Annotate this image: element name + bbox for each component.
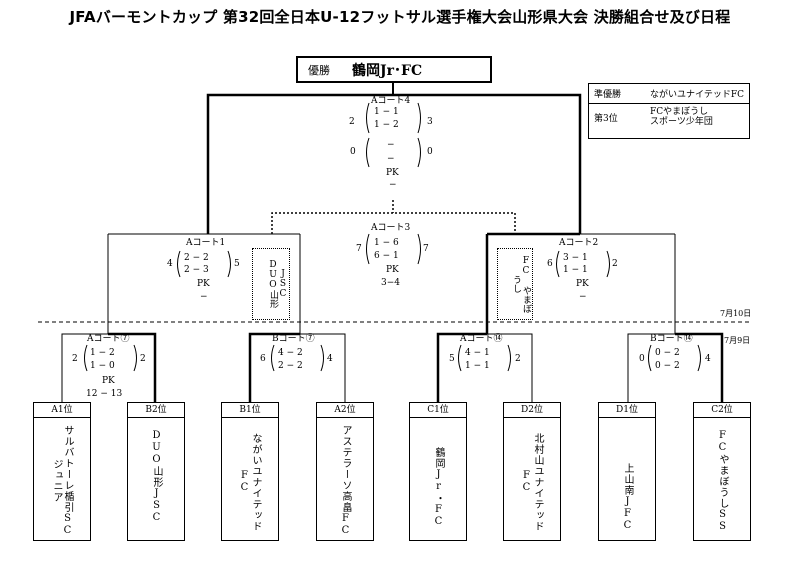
qf3-half1: 4 − 1 — [465, 348, 490, 358]
final-pk-score: − — [389, 180, 397, 190]
semi-right-right: 2 — [612, 259, 618, 269]
qf2-half2: 2 − 2 — [278, 361, 303, 371]
semi-left-court: Aコート1 — [186, 238, 226, 248]
page-title: JFAバーモントカップ 第32回全日本U-12フットサル選手権大会山形県大会 決… — [69, 8, 731, 26]
team-rank: D1位 — [599, 403, 655, 418]
qf3-half2: 1 − 1 — [465, 361, 490, 371]
final-right: 3 — [427, 117, 433, 127]
runner-up-row: 準優勝 ながいユナイテッドFC — [589, 84, 749, 103]
third-left: 7 — [356, 244, 362, 254]
team-name: 鶴岡Jr・FC — [433, 446, 444, 528]
qf3-court: Aコート⑭ — [460, 334, 503, 344]
qf4-left: 0 — [639, 354, 645, 364]
semi-right-half2: 1 − 1 — [563, 265, 588, 275]
final-et-left: 0 — [350, 147, 356, 157]
third-pk-score: 3−4 — [381, 278, 400, 288]
qf1-court: Aコート⑦ — [87, 334, 130, 344]
semi-left-half2: 2 − 3 — [184, 265, 209, 275]
qf3-right: 2 — [515, 354, 521, 364]
team-rank: B2位 — [128, 403, 184, 418]
team-box-b2: B2位 DUO山形JSC — [127, 402, 185, 541]
semi-right-loser: FC やまぼうし — [497, 248, 533, 320]
third-place-row: 第3位 FCやまぼうし スポーツ少年団 — [589, 103, 749, 130]
team-rank: A2位 — [317, 403, 373, 418]
semi-right-pk: PK — [576, 279, 589, 289]
final-left: 2 — [349, 117, 355, 127]
qf1-left: 2 — [72, 354, 78, 364]
final-court: Aコート4 — [371, 96, 411, 106]
team-box-b1: B1位 ながいユナイテッドFC — [221, 402, 279, 541]
qf4-right: 4 — [705, 354, 711, 364]
final-half2: 1 − 2 — [374, 120, 399, 130]
team-rank: B1位 — [222, 403, 278, 418]
team-rank: D2位 — [504, 403, 560, 418]
third-place-label: 第3位 — [594, 113, 618, 124]
qf4-court: Bコート⑭ — [650, 334, 693, 344]
team-box-a2: A2位 アステラーソ高畠FC — [316, 402, 374, 541]
team-box-a1: A1位 サルバトーレ楯引SCジュニア — [33, 402, 91, 541]
semi-left-pk-score: − — [200, 292, 208, 302]
date-day2: 7月10日 — [720, 309, 752, 318]
team-box-c2: C2位 FCやまぼうしSS — [693, 402, 751, 541]
semi-right-half1: 3 − 1 — [563, 253, 588, 263]
final-et-right: 0 — [427, 147, 433, 157]
qf1-pk: PK — [102, 376, 115, 386]
third-half1: 1 − 6 — [374, 238, 399, 248]
qf4-half2: 0 − 2 — [655, 361, 680, 371]
final-et1: − — [387, 140, 395, 150]
qf2-court: Bコート⑦ — [272, 334, 315, 344]
qf1-right: 2 — [140, 354, 146, 364]
semi-right-left: 6 — [547, 259, 553, 269]
qf2-left: 6 — [260, 354, 266, 364]
team-rank: C1位 — [410, 403, 466, 418]
runner-up-team: ながいユナイテッドFC — [650, 90, 744, 100]
team-name: 北村山ユナイテッドFC — [521, 432, 543, 532]
team-name: ながいユナイテッドFC — [239, 432, 261, 532]
third-pk: PK — [386, 265, 399, 275]
team-name: 上山南JFC — [622, 462, 633, 532]
qf2-half1: 4 − 2 — [278, 348, 303, 358]
date-day1: 7月9日 — [724, 336, 751, 345]
qf2-right: 4 — [327, 354, 333, 364]
semi-left-right: 5 — [234, 259, 240, 269]
results-box: 準優勝 ながいユナイテッドFC 第3位 FCやまぼうし スポーツ少年団 — [588, 83, 750, 139]
team-box-d2: D2位 北村山ユナイテッドFC — [503, 402, 561, 541]
third-half2: 6 − 1 — [374, 251, 399, 261]
final-et2: − — [387, 154, 395, 164]
semi-left-pk: PK — [197, 279, 210, 289]
third-place-team: FCやまぼうし スポーツ少年団 — [650, 107, 713, 127]
semi-right-pk-score: − — [579, 292, 587, 302]
qf1-half1: 1 − 2 — [90, 348, 115, 358]
champion-team: 鶴岡Jr･FC — [352, 62, 423, 79]
runner-up-label: 準優勝 — [594, 90, 622, 100]
third-right: 7 — [423, 244, 429, 254]
final-half1: 1 − 1 — [374, 107, 399, 117]
champion-box: 優勝 鶴岡Jr･FC — [296, 56, 492, 83]
team-name: DUO山形JSC — [151, 430, 162, 524]
team-name: アステラーソ高畠FC — [340, 425, 351, 537]
qf1-pk-score: 12 − 13 — [86, 389, 123, 399]
third-court: Aコート3 — [371, 223, 411, 233]
qf1-half2: 1 − 0 — [90, 361, 115, 371]
semi-right-court: Aコート2 — [559, 238, 599, 248]
final-pk: PK — [386, 168, 399, 178]
semi-left-loser: JSC DUO山形 — [252, 248, 290, 320]
team-rank: A1位 — [34, 403, 90, 418]
team-box-c1: C1位 鶴岡Jr・FC — [409, 402, 467, 541]
semi-left-left: 4 — [167, 259, 173, 269]
team-box-d1: D1位 上山南JFC — [598, 402, 656, 541]
qf4-half1: 0 − 2 — [655, 348, 680, 358]
team-name: サルバトーレ楯引SCジュニア — [51, 425, 73, 537]
qf3-left: 5 — [449, 354, 455, 364]
team-name: FCやまぼうしSS — [717, 429, 728, 533]
team-rank: C2位 — [694, 403, 750, 418]
semi-left-half1: 2 − 2 — [184, 253, 209, 263]
champion-label: 優勝 — [308, 63, 330, 77]
